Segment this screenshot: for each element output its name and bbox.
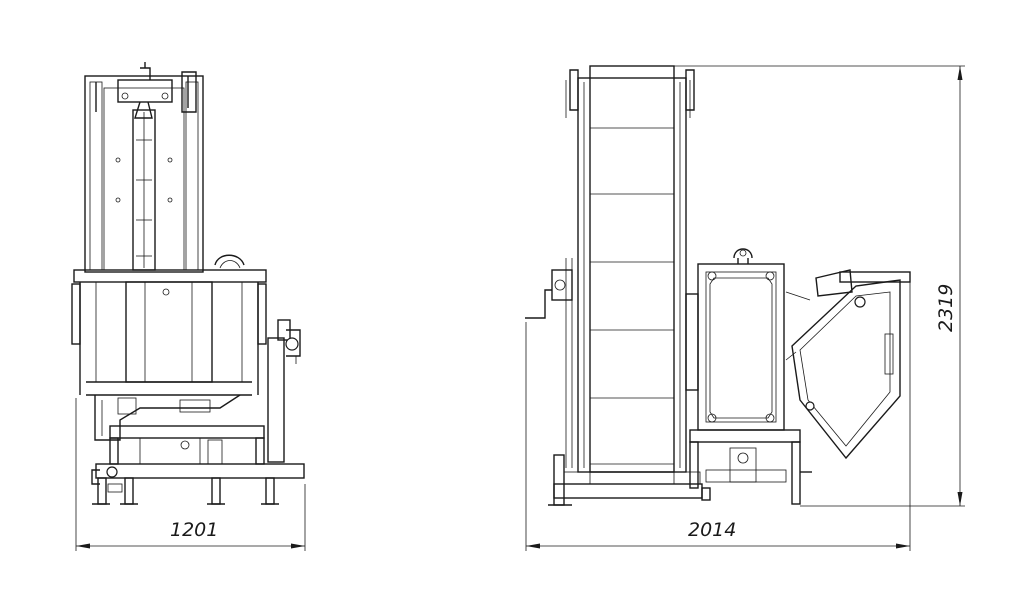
front-side-mechanism bbox=[267, 319, 301, 463]
dimension-front-width bbox=[75, 398, 306, 551]
height-label: 2319 bbox=[935, 284, 957, 332]
side-base-frame bbox=[548, 429, 812, 506]
front-view: 1201 bbox=[71, 62, 306, 551]
front-width-label: 1201 bbox=[170, 519, 218, 541]
side-hopper-door bbox=[785, 269, 911, 460]
side-tank bbox=[685, 248, 785, 431]
front-mast bbox=[84, 62, 204, 273]
dimension-side-width bbox=[525, 278, 911, 551]
front-hopper bbox=[71, 254, 267, 441]
side-view: 2014 2319 bbox=[525, 65, 965, 551]
dimension-height bbox=[674, 65, 965, 507]
side-width-label: 2014 bbox=[688, 519, 736, 541]
front-base-frame bbox=[91, 425, 305, 505]
side-conveyor bbox=[525, 65, 695, 473]
